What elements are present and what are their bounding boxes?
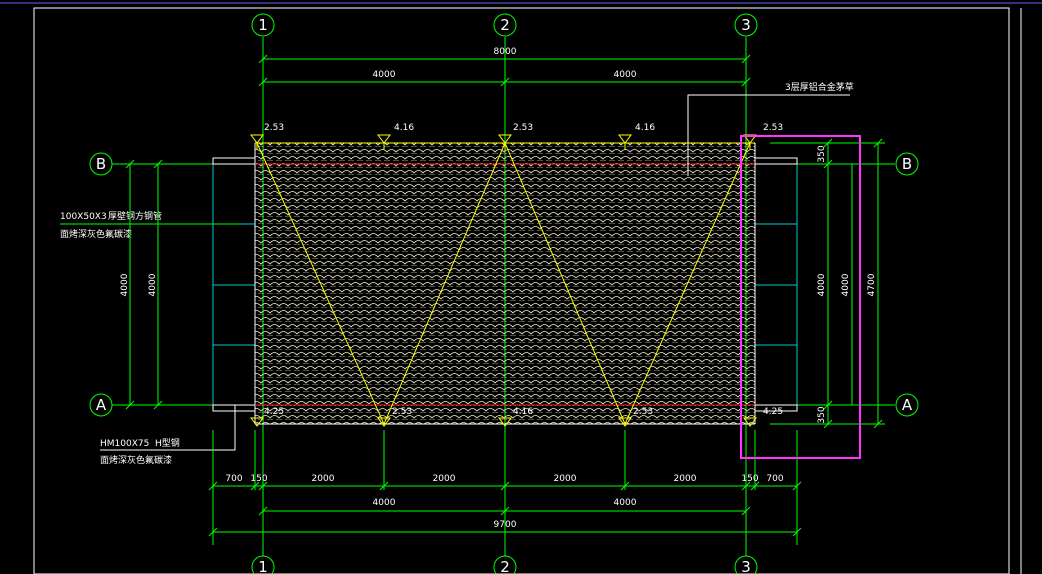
- svg-text:B: B: [902, 155, 912, 173]
- axis-bubble-top-2: 2: [493, 13, 517, 37]
- svg-text:1: 1: [258, 558, 268, 574]
- svg-text:4000: 4000: [614, 498, 637, 508]
- top-dimension-total: 8000: [258, 47, 751, 64]
- elevation-markers-bottom: 4.25 2.53 4.16 2.53 4.25: [250, 407, 783, 427]
- elevation-markers-top: 2.53 4.16 2.53 4.16 2.53: [250, 123, 783, 150]
- svg-text:面烤深灰色氟碳漆: 面烤深灰色氟碳漆: [100, 454, 172, 466]
- svg-text:700: 700: [225, 474, 242, 484]
- svg-text:4.16: 4.16: [394, 123, 414, 133]
- svg-text:2: 2: [500, 558, 510, 574]
- svg-text:4000: 4000: [841, 273, 851, 296]
- beam-callout: HM100X75 H型钢 面烤深灰色氟碳漆: [100, 405, 236, 466]
- svg-text:3: 3: [741, 558, 751, 574]
- axis-bubble-top-1: 1: [251, 13, 275, 37]
- svg-text:2000: 2000: [674, 474, 697, 484]
- bottom-dimension-total: 9700: [208, 520, 802, 537]
- svg-text:2.53: 2.53: [264, 123, 284, 133]
- svg-text:350: 350: [817, 145, 827, 162]
- svg-text:4.25: 4.25: [763, 407, 783, 417]
- right-dimensions: 350 4000 4000 4700 350: [770, 138, 885, 429]
- svg-text:2.53: 2.53: [633, 407, 653, 417]
- svg-text:2000: 2000: [433, 474, 456, 484]
- svg-text:100X50X3: 100X50X3: [60, 212, 107, 222]
- svg-text:350: 350: [817, 406, 827, 423]
- svg-text:2000: 2000: [312, 474, 335, 484]
- svg-text:4.25: 4.25: [264, 407, 284, 417]
- svg-text:2000: 2000: [554, 474, 577, 484]
- svg-text:面烤深灰色氟碳漆: 面烤深灰色氟碳漆: [60, 228, 132, 240]
- top-dimension-halves: 4000 4000: [258, 70, 751, 87]
- roof-material-callout: 3层厚铝合金茅草: [687, 81, 854, 176]
- left-dimensions: 4000 4000: [120, 159, 163, 410]
- axis-bubble-left-b: B: [89, 152, 113, 176]
- svg-text:2.53: 2.53: [392, 407, 412, 417]
- left-glass-panel: [212, 157, 256, 412]
- svg-text:2.53: 2.53: [763, 123, 783, 133]
- svg-text:4700: 4700: [867, 273, 877, 296]
- svg-text:HM100X75: HM100X75: [100, 439, 149, 449]
- svg-text:4000: 4000: [817, 273, 827, 296]
- axis-bubble-bottom-1: 1: [251, 555, 275, 574]
- bottom-dimension-segments: 700 150 2000 2000 2000 2000 150 700: [208, 430, 802, 545]
- svg-text:4000: 4000: [614, 70, 637, 80]
- axis-bubble-bottom-3: 3: [734, 555, 758, 574]
- svg-text:9700: 9700: [494, 520, 517, 530]
- svg-text:A: A: [902, 396, 913, 414]
- axis-bubble-right-a: A: [895, 393, 919, 417]
- svg-text:150: 150: [250, 474, 267, 484]
- svg-text:厚壁钢方钢管: 厚壁钢方钢管: [108, 210, 162, 222]
- right-glass-panel: [754, 157, 798, 412]
- svg-text:700: 700: [766, 474, 783, 484]
- svg-text:4000: 4000: [120, 273, 130, 296]
- svg-text:H型钢: H型钢: [155, 437, 180, 449]
- thatch-roof: [254, 142, 756, 425]
- svg-text:4.16: 4.16: [513, 407, 533, 417]
- svg-text:A: A: [96, 396, 107, 414]
- svg-text:3层厚铝合金茅草: 3层厚铝合金茅草: [785, 81, 854, 93]
- svg-text:2.53: 2.53: [513, 123, 533, 133]
- drawing-frame: [33, 7, 1010, 574]
- bottom-dimension-halves: 4000 4000: [258, 498, 751, 516]
- svg-text:150: 150: [741, 474, 758, 484]
- svg-text:1: 1: [258, 16, 268, 34]
- tube-callout: 100X50X3 厚壁钢方钢管 面烤深灰色氟碳漆: [60, 210, 240, 240]
- svg-text:B: B: [96, 155, 106, 173]
- svg-text:4000: 4000: [373, 498, 396, 508]
- axis-bubble-bottom-2: 2: [493, 555, 517, 574]
- axis-bubble-right-b: B: [895, 152, 919, 176]
- svg-text:8000: 8000: [494, 47, 517, 57]
- highlight-box[interactable]: [740, 135, 861, 459]
- svg-text:2: 2: [500, 16, 510, 34]
- svg-text:3: 3: [741, 16, 751, 34]
- svg-text:4000: 4000: [148, 273, 158, 296]
- svg-text:4000: 4000: [373, 70, 396, 80]
- svg-text:4.16: 4.16: [635, 123, 655, 133]
- axis-bubble-top-3: 3: [734, 13, 758, 37]
- axis-bubble-left-a: A: [89, 393, 113, 417]
